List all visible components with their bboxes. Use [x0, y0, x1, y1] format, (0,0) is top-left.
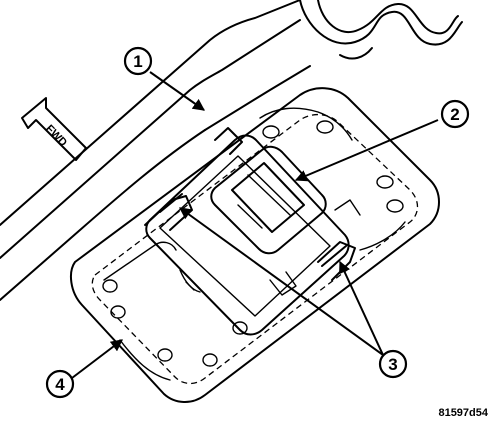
- callout-1: 1: [123, 46, 153, 76]
- body-panel: [0, 0, 311, 301]
- callout-4-number: 4: [55, 375, 65, 394]
- callout-2-number: 2: [450, 105, 459, 124]
- callout-4: 4: [45, 369, 75, 399]
- electronic-module: [145, 127, 350, 336]
- forward-direction-arrow: FWD: [21, 97, 87, 161]
- mounting-bracket: [69, 87, 440, 403]
- callout-3-number: 3: [388, 355, 397, 374]
- figure-id: 81597d54: [438, 407, 488, 419]
- leader-lines: [71, 71, 439, 379]
- callout-3: 3: [378, 349, 408, 379]
- bracket-mounting-holes: [102, 120, 404, 367]
- callout-1-number: 1: [133, 52, 142, 71]
- wire-harness: [299, 0, 463, 60]
- callout-2: 2: [440, 99, 470, 129]
